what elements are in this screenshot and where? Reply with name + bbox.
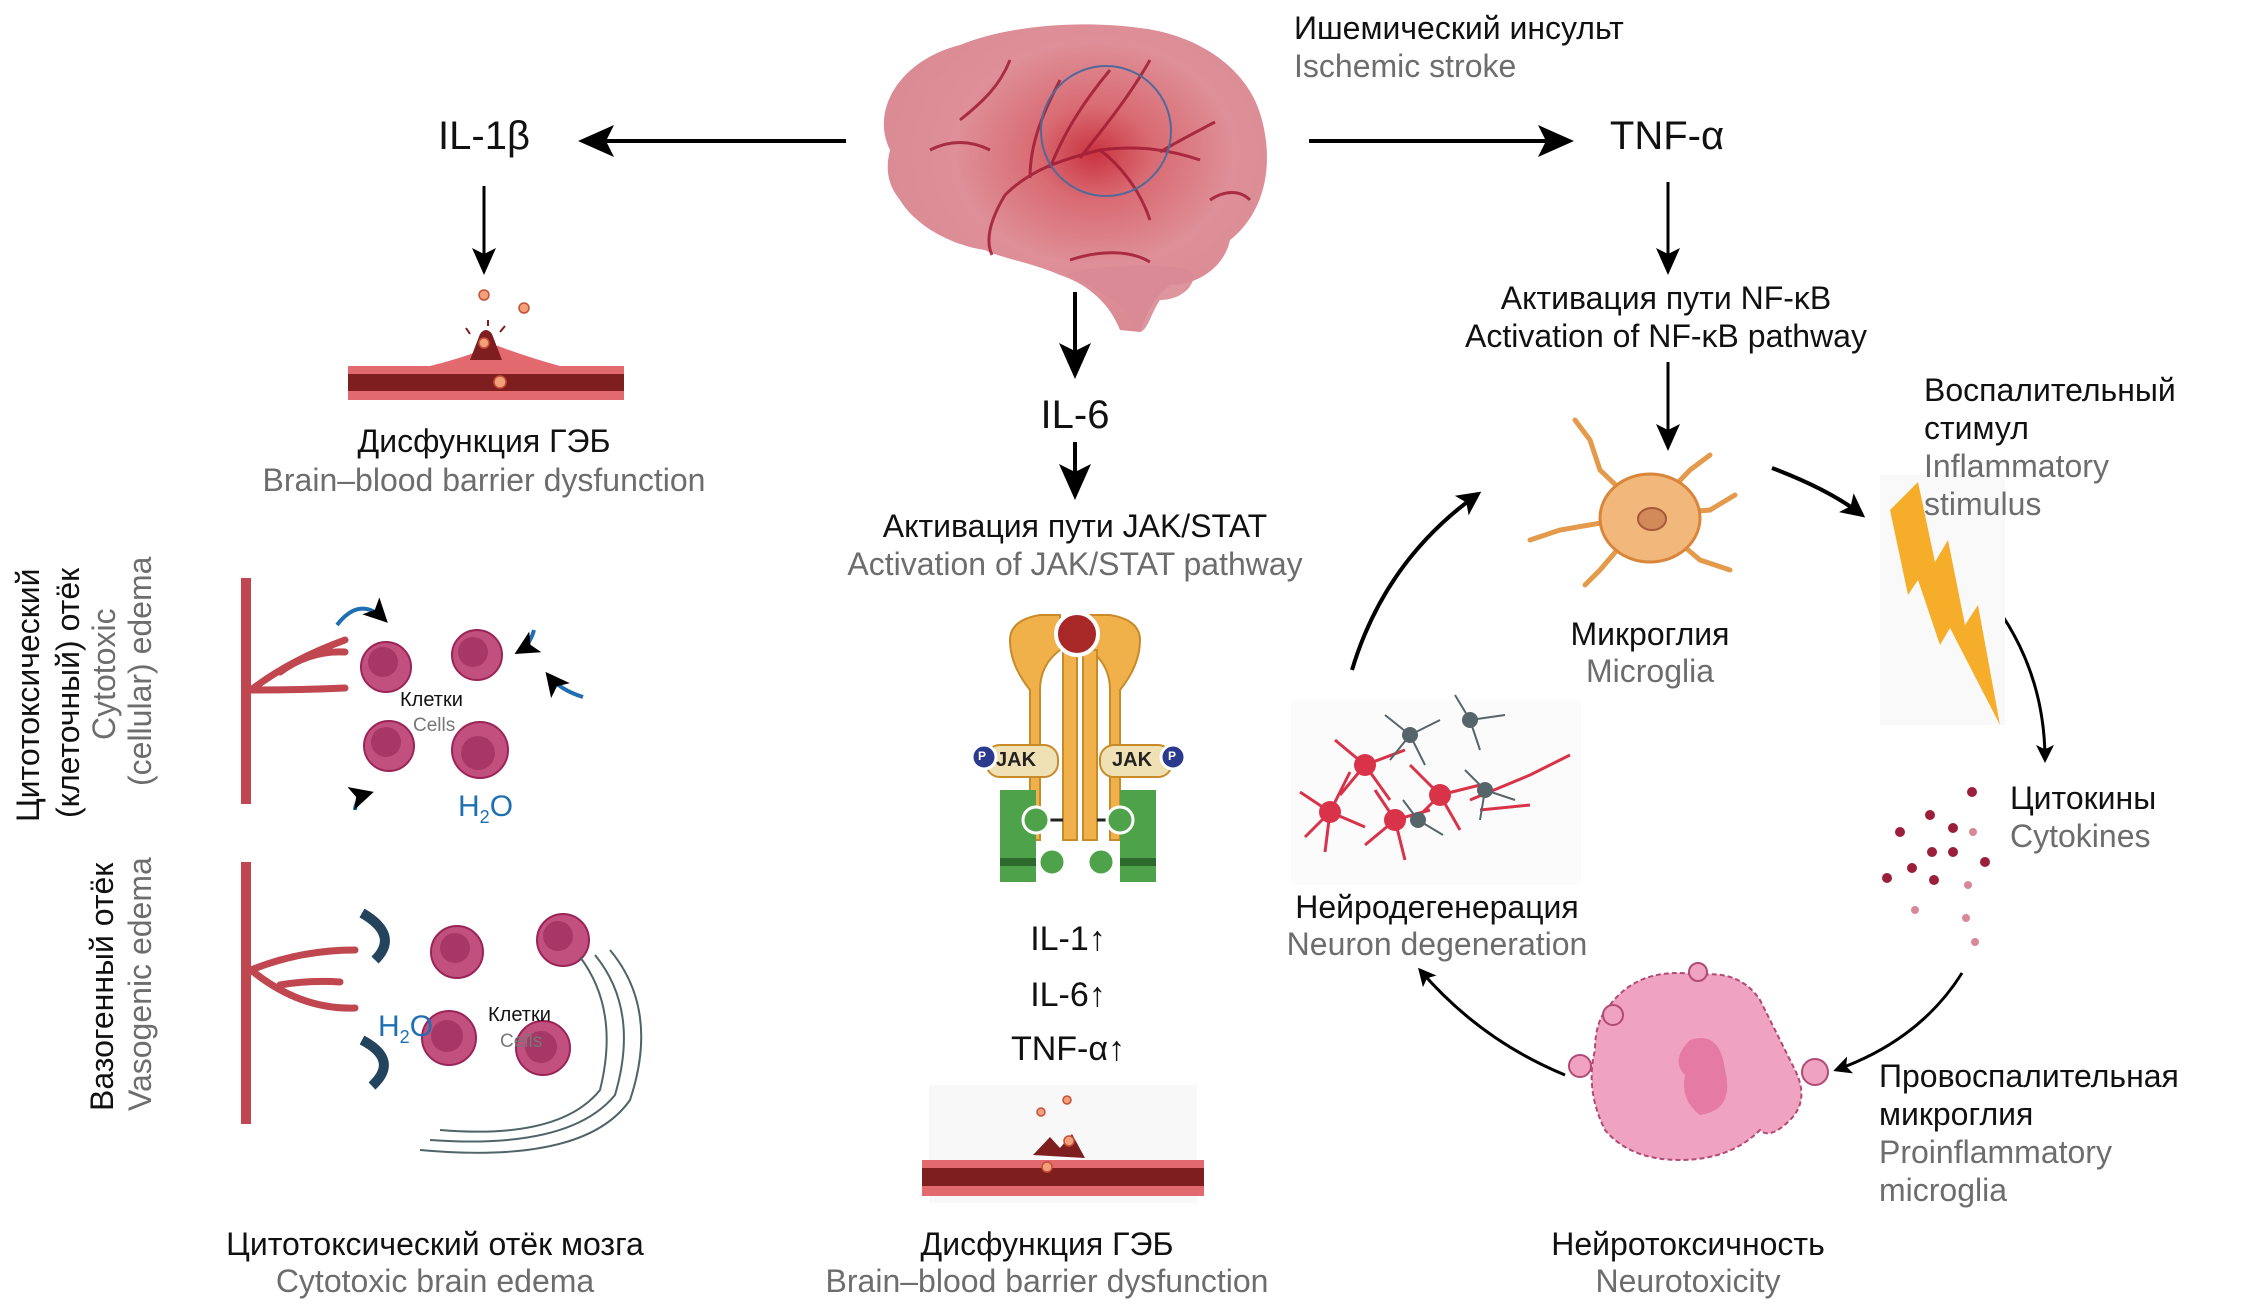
microglia-en: Microglia — [1585, 653, 1715, 689]
jak-label-left: JAK — [996, 749, 1037, 771]
water-sub: 2 — [479, 807, 490, 827]
cells-label-ru-top: Клетки — [400, 689, 463, 711]
cytokine-dots — [1882, 787, 1990, 946]
arrow-neurotoxicity-to-degeneration — [1418, 967, 1566, 1077]
stimulus-ru-line1: Воспалительный — [1924, 372, 2176, 408]
brain-illustration — [883, 24, 1267, 332]
proinflammatory-microglia-illustration — [1568, 962, 1829, 1162]
left-bbb-ru: Дисфункция ГЭБ — [357, 423, 611, 459]
proinflammatory-ru-line1: Провоспалительная — [1879, 1058, 2179, 1094]
arrow-cytokines-to-proinflammatory — [1833, 972, 1964, 1074]
title-en: Ischemic stroke — [1294, 48, 1517, 84]
arrow-stimulus-to-cytokines — [2000, 614, 2054, 763]
phospho-left-icon: P — [978, 749, 987, 763]
cells-label-ru-bottom: Клетки — [488, 1004, 551, 1026]
bbb-vessel-left — [348, 289, 624, 400]
vasogenic-edema-en: Vasogenic edema — [122, 857, 158, 1111]
microglia-illustration — [1527, 417, 1738, 588]
proinflammatory-en-line1: Proinflammatory — [1879, 1134, 2112, 1170]
neuron-degeneration-illustration — [1291, 694, 1581, 885]
up-il1: IL-1↑ — [1030, 920, 1106, 958]
stimulus-en-line2: stimulus — [1924, 486, 2042, 522]
stimulus-ru-line2: стимул — [1924, 410, 2029, 446]
jak-stat-en: Activation of JAK/STAT pathway — [847, 546, 1303, 582]
edema-summary-en: Cytotoxic brain edema — [275, 1263, 595, 1299]
bbb-vessel-center — [922, 1085, 1204, 1203]
phospho-right-icon: P — [1168, 749, 1177, 763]
tnfa-label: TNF-α — [1609, 114, 1725, 158]
up-il6: IL-6↑ — [1030, 976, 1106, 1014]
lightning-bolt-icon — [1880, 475, 2005, 725]
il6-label: IL-6 — [1040, 393, 1110, 437]
jak-stat-receptor-illustration — [970, 611, 1187, 882]
water-h: H — [378, 1010, 400, 1043]
vasogenic-edema-illustration — [241, 862, 643, 1154]
cytotoxic-edema-illustration — [241, 578, 584, 811]
center-bbb-en: Brain–blood barrier dysfunction — [825, 1263, 1269, 1299]
nfkb-ru: Активация пути NF-κB — [1500, 280, 1832, 316]
cells-label-en-top: Cells — [413, 715, 456, 736]
up-tnfa: TNF-α↑ — [1010, 1030, 1126, 1068]
water-label-top: H2O — [458, 790, 514, 827]
title-ru: Ишемический инсульт — [1294, 10, 1624, 46]
microglia-ru: Микроглия — [1570, 616, 1730, 652]
arrow-microglia-to-stimulus — [1771, 466, 1866, 518]
proinflammatory-ru-line2: микроглия — [1879, 1096, 2034, 1132]
water-h: H — [458, 790, 480, 823]
vasogenic-edema-ru: Вазогенный отёк — [84, 862, 120, 1111]
degeneration-en: Neuron degeneration — [1286, 926, 1588, 962]
il1b-label: IL-1β — [438, 114, 530, 158]
stimulus-en-line1: Inflammatory — [1924, 448, 2109, 484]
water-o: O — [489, 790, 514, 823]
water-sub: 2 — [399, 1027, 410, 1047]
center-bbb-ru: Дисфункция ГЭБ — [920, 1226, 1174, 1262]
jak-label-right: JAK — [1112, 749, 1153, 771]
neurotoxicity-ru: Нейротоксичность — [1551, 1226, 1825, 1262]
edema-summary-ru: Цитотоксический отёк мозга — [226, 1226, 644, 1262]
neurotoxicity-en: Neurotoxicity — [1595, 1263, 1781, 1299]
degeneration-ru: Нейродегенерация — [1295, 889, 1579, 925]
left-bbb-en: Brain–blood barrier dysfunction — [262, 462, 706, 498]
cytotoxic-edema-ru-line2: (клеточный) отёк — [50, 567, 86, 818]
nfkb-en: Activation of NF-κB pathway — [1465, 318, 1867, 354]
cytotoxic-edema-ru-line1: Цитотоксический — [10, 568, 46, 822]
cells-label-en-bottom: Cells — [500, 1031, 543, 1052]
cytokines-en: Cytokines — [2010, 818, 2151, 854]
water-label-bottom: H2O — [378, 1010, 434, 1047]
cytotoxic-edema-en-line2: (cellular) edema — [122, 556, 158, 786]
jak-stat-ru: Активация пути JAK/STAT — [882, 508, 1268, 544]
proinflammatory-en-line2: microglia — [1879, 1172, 2008, 1208]
arrow-degeneration-to-microglia — [1350, 491, 1482, 671]
cytotoxic-edema-en-line1: Cytotoxic — [86, 608, 122, 740]
water-o: O — [409, 1010, 434, 1043]
cytokines-ru: Цитокины — [2010, 780, 2157, 816]
